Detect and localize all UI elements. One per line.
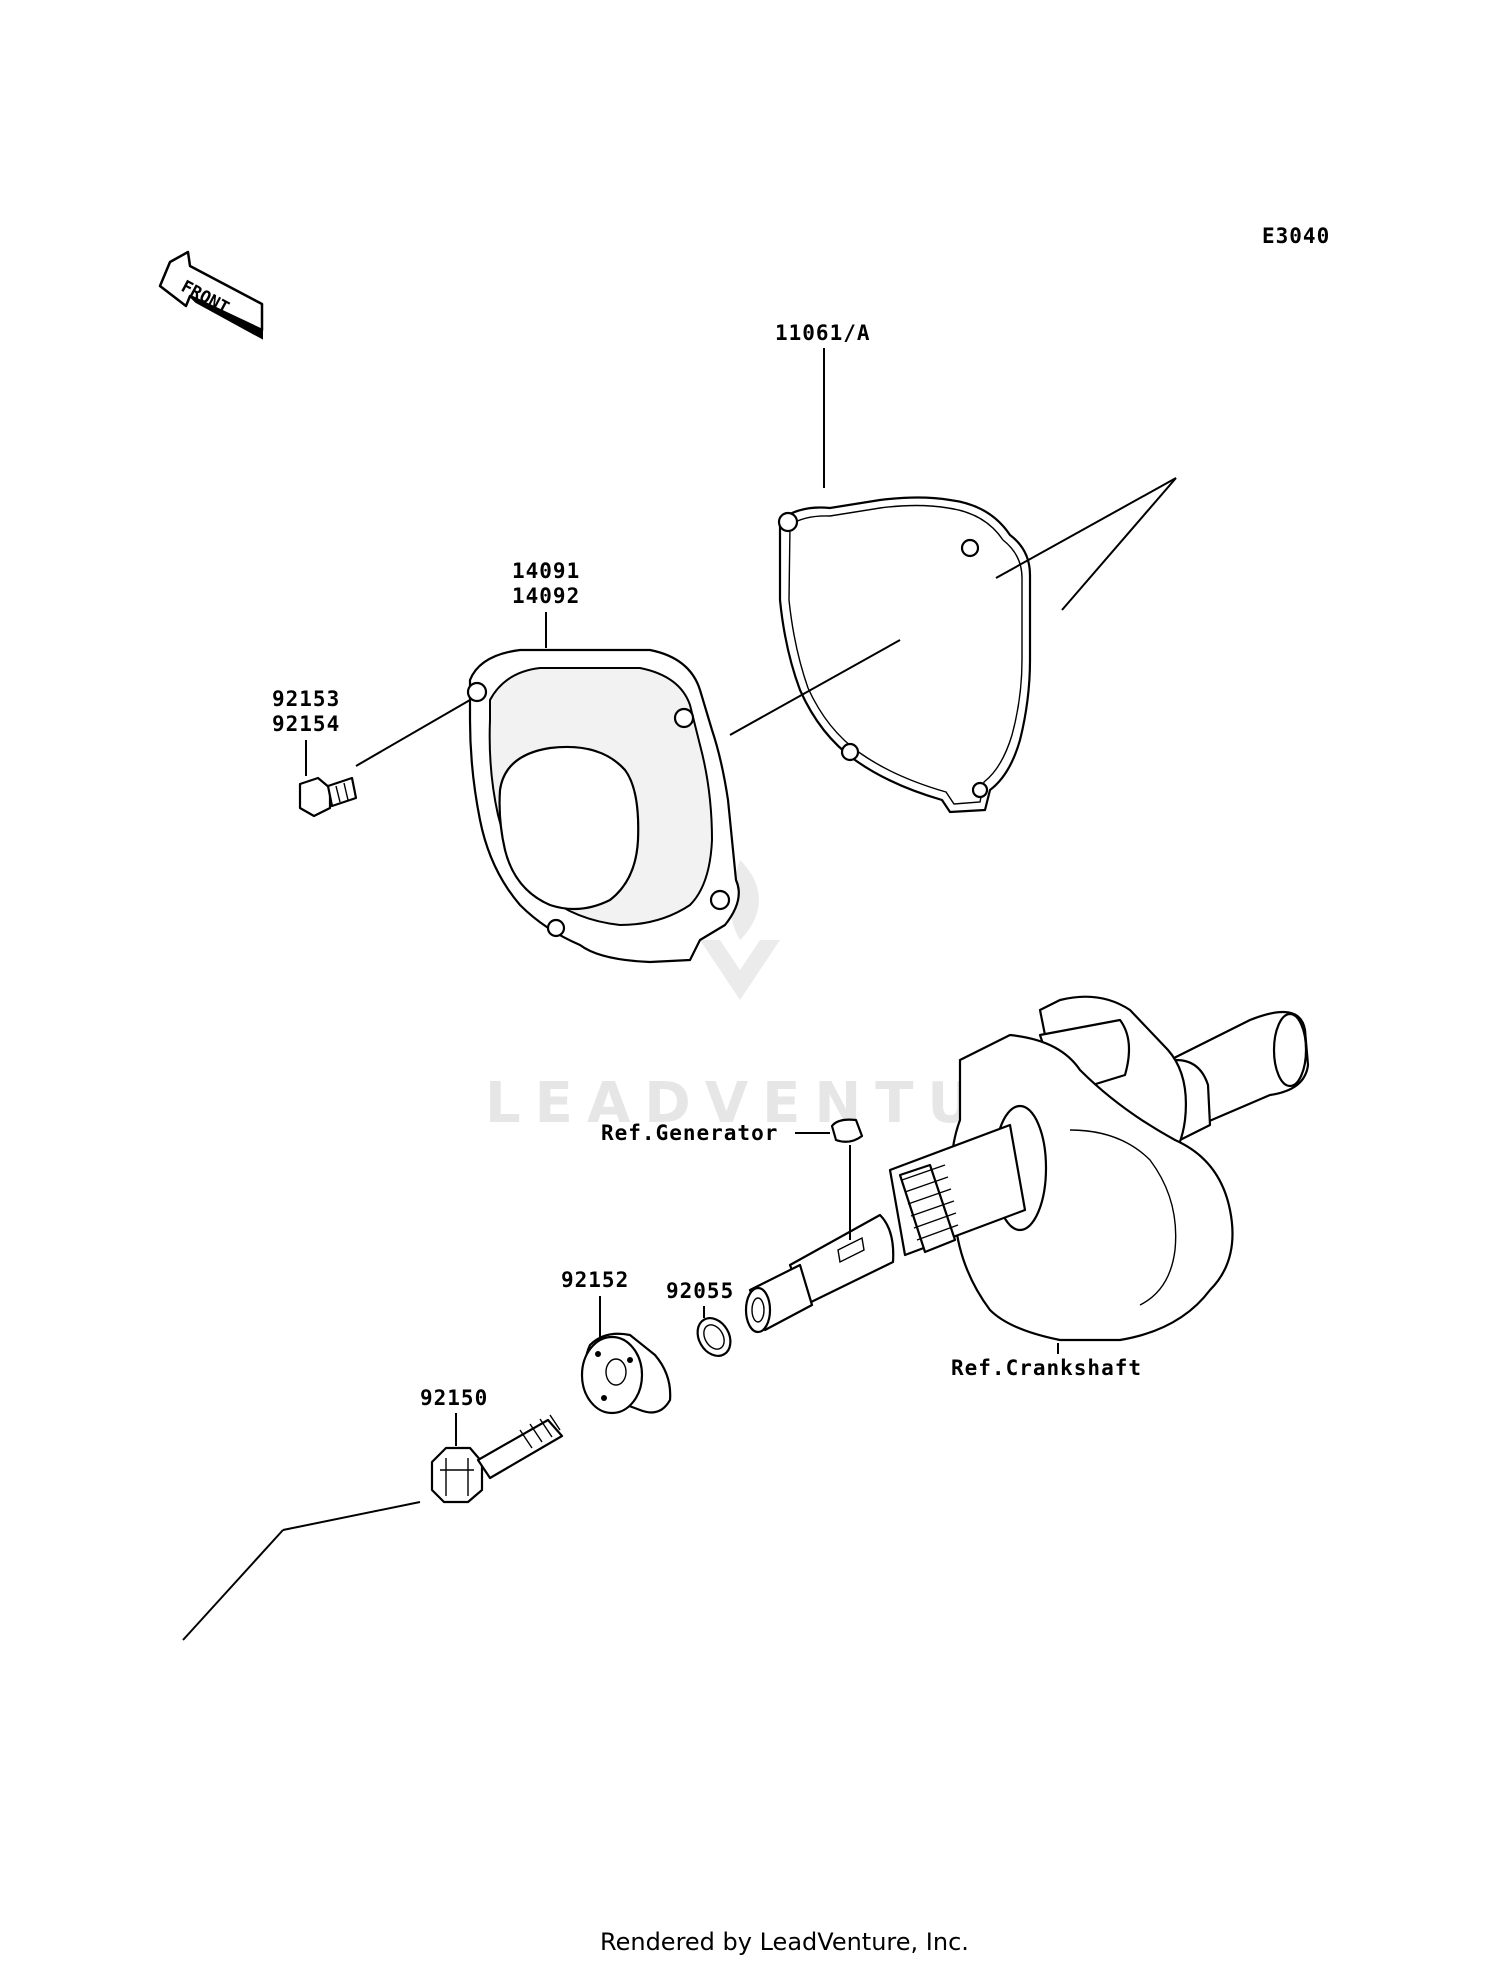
front-arrow-icon: FRONT xyxy=(158,250,264,340)
footer-credit: Rendered by LeadVenture, Inc. xyxy=(600,1928,969,1956)
flange-bolt-part[interactable] xyxy=(430,1414,564,1504)
callout-bolt-b: 92154 xyxy=(272,712,340,736)
callout-generator-ref: Ref.Generator xyxy=(601,1121,778,1145)
washer-part[interactable] xyxy=(580,1332,672,1415)
assembly-line-bolt xyxy=(355,699,471,767)
gasket-part[interactable] xyxy=(777,496,1032,814)
assembly-line-lower-return xyxy=(182,1529,284,1641)
diagram-code: E3040 xyxy=(1262,224,1330,248)
callout-cover-b: 14092 xyxy=(512,584,580,608)
woodruff-key-part[interactable] xyxy=(830,1118,864,1143)
callout-washer: 92152 xyxy=(561,1268,629,1292)
assembly-line-cover xyxy=(729,639,901,736)
crankshaft-part[interactable] xyxy=(744,995,1310,1342)
callout-gasket: 11061/A xyxy=(775,321,871,345)
generator-cover-part[interactable] xyxy=(466,648,740,964)
callout-flange-bolt: 92150 xyxy=(420,1386,488,1410)
cover-bolt-part[interactable] xyxy=(298,776,358,818)
assembly-line-gasket xyxy=(995,477,1177,579)
assembly-line-return xyxy=(1061,477,1177,611)
assembly-line-lower xyxy=(282,1501,421,1531)
o-ring-part[interactable] xyxy=(691,1312,737,1362)
callout-crankshaft-ref: Ref.Crankshaft xyxy=(951,1356,1142,1380)
callout-bolt-a: 92153 xyxy=(272,687,340,711)
callout-o-ring: 92055 xyxy=(666,1279,734,1303)
callout-cover-a: 14091 xyxy=(512,559,580,583)
